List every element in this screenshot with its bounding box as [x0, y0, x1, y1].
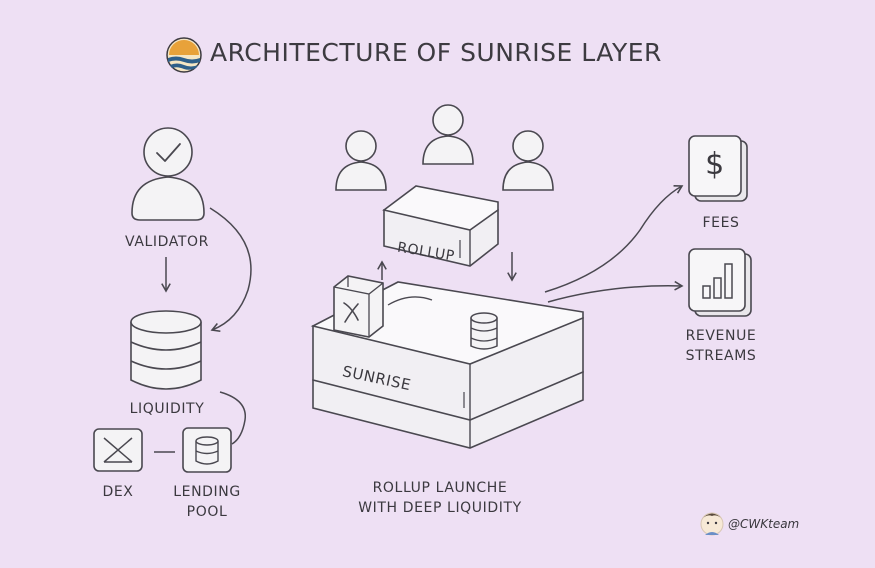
- page-title: ARCHITECTURE OF SUNRISE LAYER: [210, 38, 662, 67]
- liquidity-connector: [219, 391, 247, 445]
- lending-label-line2: POOL: [186, 504, 228, 520]
- caption-line2: WITH DEEP LIQUIDITY: [358, 500, 522, 516]
- dollar-symbol: $: [705, 147, 725, 182]
- dex-label: DEX: [102, 484, 134, 500]
- person-icon: [335, 130, 387, 191]
- revenue-label-line2: STREAMS: [685, 348, 757, 364]
- validator-person-icon: [131, 176, 205, 221]
- validator-loop-arrow: [209, 207, 252, 333]
- dex-icon: [93, 428, 143, 472]
- checkmark-icon: [143, 127, 193, 177]
- lending-label-line1: LENDING: [173, 484, 241, 500]
- credit-handle: @CWKteam: [728, 517, 800, 531]
- bar-chart-icon: [688, 248, 752, 317]
- person-icon: [502, 130, 554, 191]
- sunrise-block: [310, 281, 584, 449]
- database-icon: [130, 310, 202, 390]
- fees-label: FEES: [702, 215, 740, 231]
- rollup-block: [382, 185, 499, 267]
- to-fees-arrow: [544, 185, 684, 293]
- to-revenue-arrow: [547, 280, 684, 303]
- lending-pool-icon: [182, 427, 232, 473]
- x-tile-icon: [333, 275, 384, 338]
- caption-line1: ROLLUP LAUNCHE: [372, 480, 508, 496]
- revenue-label-line1: REVENUE: [685, 328, 757, 344]
- validator-label: VALIDATOR: [125, 234, 209, 250]
- sunrise-logo-icon: [166, 37, 202, 73]
- liquidity-label: LIQUIDITY: [129, 401, 205, 417]
- avatar-icon: [700, 512, 724, 536]
- dollar-icon: [688, 135, 748, 202]
- database-icon: [470, 312, 498, 350]
- x-tile-link: [387, 296, 433, 306]
- person-icon: [422, 104, 474, 165]
